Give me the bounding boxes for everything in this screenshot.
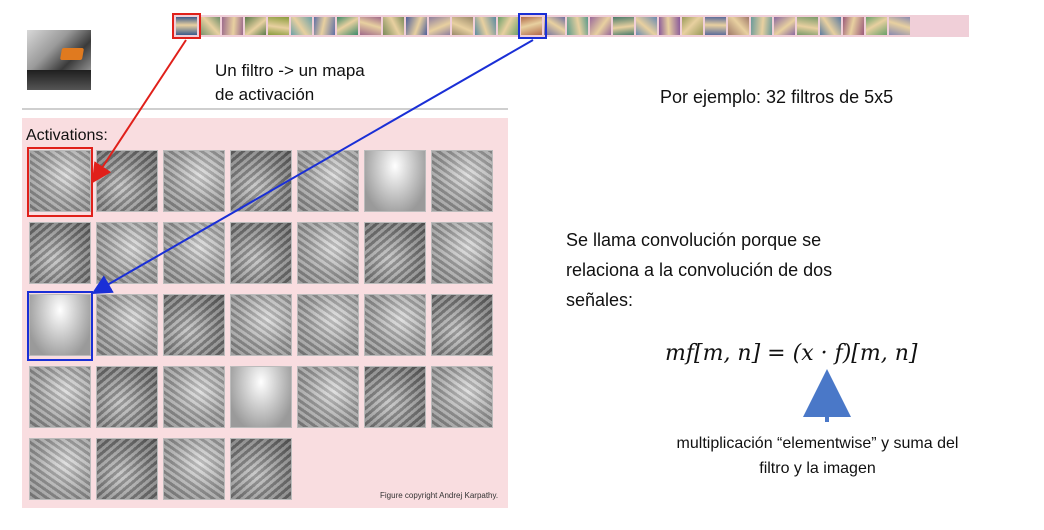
filter-cell <box>222 17 243 35</box>
filter-cell <box>544 17 565 35</box>
activation-map <box>364 366 426 428</box>
activation-map <box>297 366 359 428</box>
red-activation-box <box>27 147 93 217</box>
filter-cell <box>176 17 197 35</box>
caption-line-2: filtro y la imagen <box>759 460 876 477</box>
explanation-line-3: señales: <box>566 290 634 310</box>
filter-cell <box>636 17 657 35</box>
convolution-formula: mf[m, n] = (x · f)[m, n] <box>665 341 918 366</box>
filter-cell <box>406 17 427 35</box>
input-image-thumbnail <box>27 30 91 90</box>
activation-map <box>364 150 426 212</box>
activation-map <box>163 150 225 212</box>
red-filter-box <box>172 13 201 39</box>
filter-cell <box>291 17 312 35</box>
figure-copyright: Figure copyright Andrej Karpathy. <box>380 491 499 500</box>
activation-map <box>297 294 359 356</box>
filter-cell <box>705 17 726 35</box>
activation-map <box>431 222 493 284</box>
filter-cell <box>567 17 588 35</box>
filter-cell <box>820 17 841 35</box>
activation-map <box>230 222 292 284</box>
callout-line-2: de activación <box>215 85 315 104</box>
activation-map <box>29 366 91 428</box>
activation-map <box>364 294 426 356</box>
filter-cell <box>498 17 519 35</box>
activation-map <box>297 150 359 212</box>
filter-cell <box>797 17 818 35</box>
blue-activation-box <box>27 291 93 361</box>
filter-cell <box>659 17 680 35</box>
filter-strip <box>174 15 969 37</box>
filter-cell <box>751 17 772 35</box>
activation-map <box>364 222 426 284</box>
formula-caption: multiplicación “elementwise” y suma del … <box>610 431 1025 481</box>
explanation-line-1: Se llama convolución porque se <box>566 230 822 250</box>
divider <box>22 108 508 110</box>
filter-cell <box>452 17 473 35</box>
filter-cell <box>268 17 289 35</box>
example-text: Por ejemplo: 32 filtros de 5x5 <box>660 87 894 107</box>
explanation-line-2: relaciona a la convolución de dos <box>566 260 833 280</box>
filter-cell <box>682 17 703 35</box>
activation-map <box>163 222 225 284</box>
blue-filter-box <box>518 13 547 39</box>
activation-map <box>96 294 158 356</box>
activation-map <box>29 294 91 356</box>
filter-cell <box>199 17 220 35</box>
activations-title: Activations: <box>26 127 108 144</box>
caption-line-1: multiplicación “elementwise” y suma del <box>676 435 959 452</box>
filter-cell <box>521 17 542 35</box>
activation-map <box>230 150 292 212</box>
filter-cell <box>475 17 496 35</box>
activation-map <box>29 438 91 500</box>
activation-map <box>431 366 493 428</box>
activation-map <box>96 366 158 428</box>
filter-cell <box>889 17 910 35</box>
red-arrow <box>91 39 187 184</box>
activation-map <box>431 294 493 356</box>
activation-map <box>29 222 91 284</box>
callout-line-1: Un filtro -> un mapa <box>215 61 365 80</box>
filter-cell <box>866 17 887 35</box>
activation-map <box>230 366 292 428</box>
activation-map <box>163 294 225 356</box>
blue-arrow <box>91 39 534 294</box>
activation-map <box>96 438 158 500</box>
filter-cell <box>728 17 749 35</box>
filter-cell <box>774 17 795 35</box>
activation-map <box>29 150 91 212</box>
filter-cell <box>360 17 381 35</box>
activation-map <box>230 438 292 500</box>
activation-map <box>163 438 225 500</box>
filter-cell <box>245 17 266 35</box>
filter-cell <box>314 17 335 35</box>
activation-map <box>297 222 359 284</box>
filter-cell <box>383 17 404 35</box>
filter-cell <box>843 17 864 35</box>
activation-map <box>431 150 493 212</box>
activation-map <box>163 366 225 428</box>
filter-cell <box>613 17 634 35</box>
filter-cell <box>337 17 358 35</box>
activation-map <box>230 294 292 356</box>
filter-cell <box>429 17 450 35</box>
filter-cell <box>590 17 611 35</box>
